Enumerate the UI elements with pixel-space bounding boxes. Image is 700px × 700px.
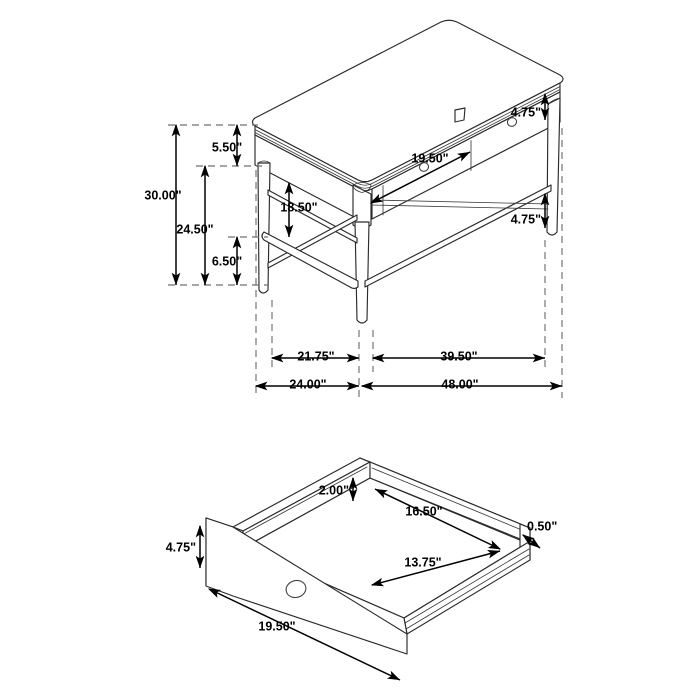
dim-label-drawer-200: 2.00" xyxy=(319,483,349,497)
dim-label-desk-3950: 39.50" xyxy=(440,349,477,363)
dim-label-desk-550: 5.50" xyxy=(212,140,242,154)
drawer-figure: 2.00" 16.50" 0.50" 13.75" 4.75" 19.50" xyxy=(166,457,557,681)
desk-figure: 30.00" 24.50" 5.50" 6.50" 18.50" 19.50" … xyxy=(144,19,564,398)
dim-line-drawer-050 xyxy=(522,534,541,549)
dim-label-desk-475-top: 4.75" xyxy=(511,105,541,119)
dim-line-drawer-1375 xyxy=(370,549,501,587)
dim-label-desk-2175: 21.75" xyxy=(297,349,334,363)
dim-label-desk-650: 6.50" xyxy=(212,254,242,268)
dim-label-drawer-1375: 13.75" xyxy=(404,555,441,569)
desk-back-brace-diagonal-2 xyxy=(370,204,549,210)
dim-label-desk-30: 30.00" xyxy=(144,188,181,202)
dim-label-desk-2450: 24.50" xyxy=(176,222,213,236)
desk-leg-front-left-top xyxy=(352,182,372,193)
dim-label-desk-2400: 24.00" xyxy=(289,377,326,391)
drawer-right-side-line-b xyxy=(405,554,530,630)
desk-drawer-knob-right[interactable] xyxy=(506,116,518,128)
dim-label-desk-1950: 19.50" xyxy=(411,151,448,165)
dim-label-drawer-475: 4.75" xyxy=(166,540,196,554)
dim-label-desk-4800: 48.00" xyxy=(441,377,478,391)
desk-leg-right xyxy=(546,97,561,236)
dim-line-desk-1950 xyxy=(369,151,471,204)
desk-side-stretcher xyxy=(261,231,359,290)
dim-line-drawer-1950 xyxy=(207,588,401,681)
desk-leg-rear-left xyxy=(257,162,271,294)
dim-label-drawer-1650: 16.50" xyxy=(405,504,442,518)
drawer-back-left-wall-line xyxy=(239,466,368,537)
desk-leg-rear-left-top xyxy=(257,160,271,164)
desk-leg-rear-right xyxy=(454,107,466,123)
dim-label-desk-1850: 18.50" xyxy=(280,200,317,214)
dim-label-drawer-050: 0.50" xyxy=(527,519,557,533)
dim-label-drawer-1950: 19.50" xyxy=(258,619,295,633)
desk-leg-front-left-lower xyxy=(354,221,370,324)
dim-label-desk-475-bottom: 4.75" xyxy=(511,212,541,226)
dim-line-drawer-1650 xyxy=(374,488,502,550)
desk-back-stretcher xyxy=(364,184,552,288)
